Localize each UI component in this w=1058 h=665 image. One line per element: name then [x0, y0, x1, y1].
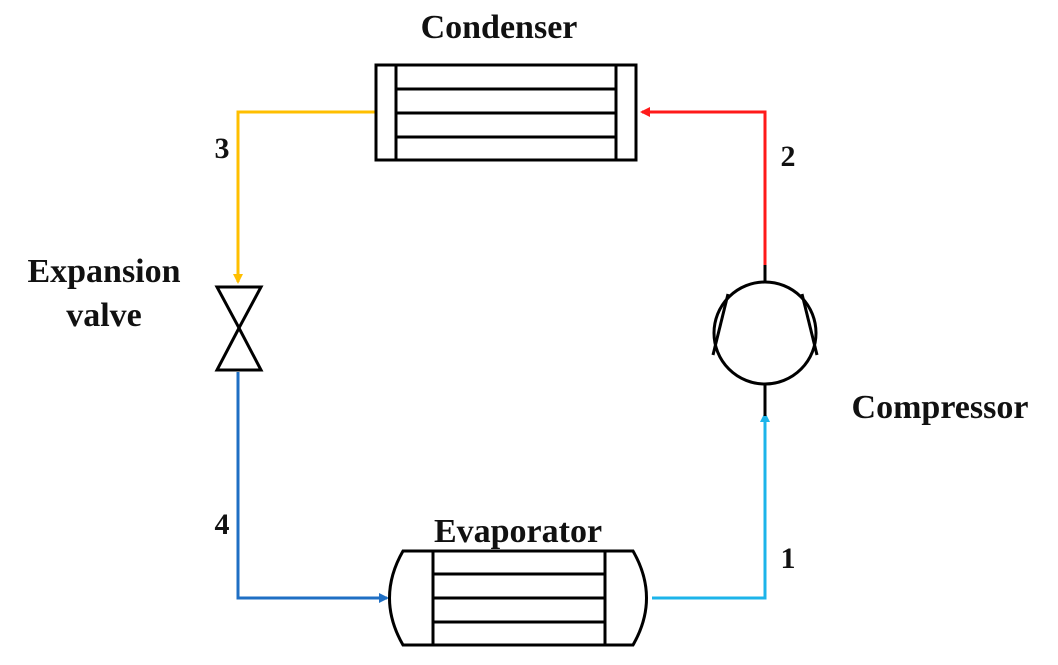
discharge-line-2 — [640, 107, 767, 265]
suction-line-1 — [652, 412, 770, 600]
expansion-valve-lower-triangle — [214, 324, 264, 372]
state-point-3: 3 — [215, 132, 230, 165]
condenser-label: Condenser — [421, 9, 578, 46]
evaporator-unit — [388, 549, 648, 647]
expansion-valve-upper-triangle — [214, 285, 264, 332]
compressor-unit — [711, 265, 819, 416]
expansion-valve-symbol — [214, 285, 264, 372]
compressor-label: Compressor — [852, 389, 1029, 426]
compressor-vane-left — [711, 293, 730, 356]
expansion-valve-label-line2: valve — [66, 297, 142, 334]
state-point-2: 2 — [781, 140, 796, 173]
evaporator-label: Evaporator — [434, 513, 602, 550]
expansion-valve-label-line1: Expansion — [27, 253, 180, 290]
liquid-line-3 — [233, 110, 376, 284]
compressor-casing — [712, 280, 818, 386]
state-point-4: 4 — [215, 508, 230, 541]
condenser-unit — [374, 63, 638, 162]
two-phase-line-4 — [236, 372, 389, 603]
compressor-vane-right — [800, 293, 819, 356]
state-point-1: 1 — [781, 542, 796, 575]
